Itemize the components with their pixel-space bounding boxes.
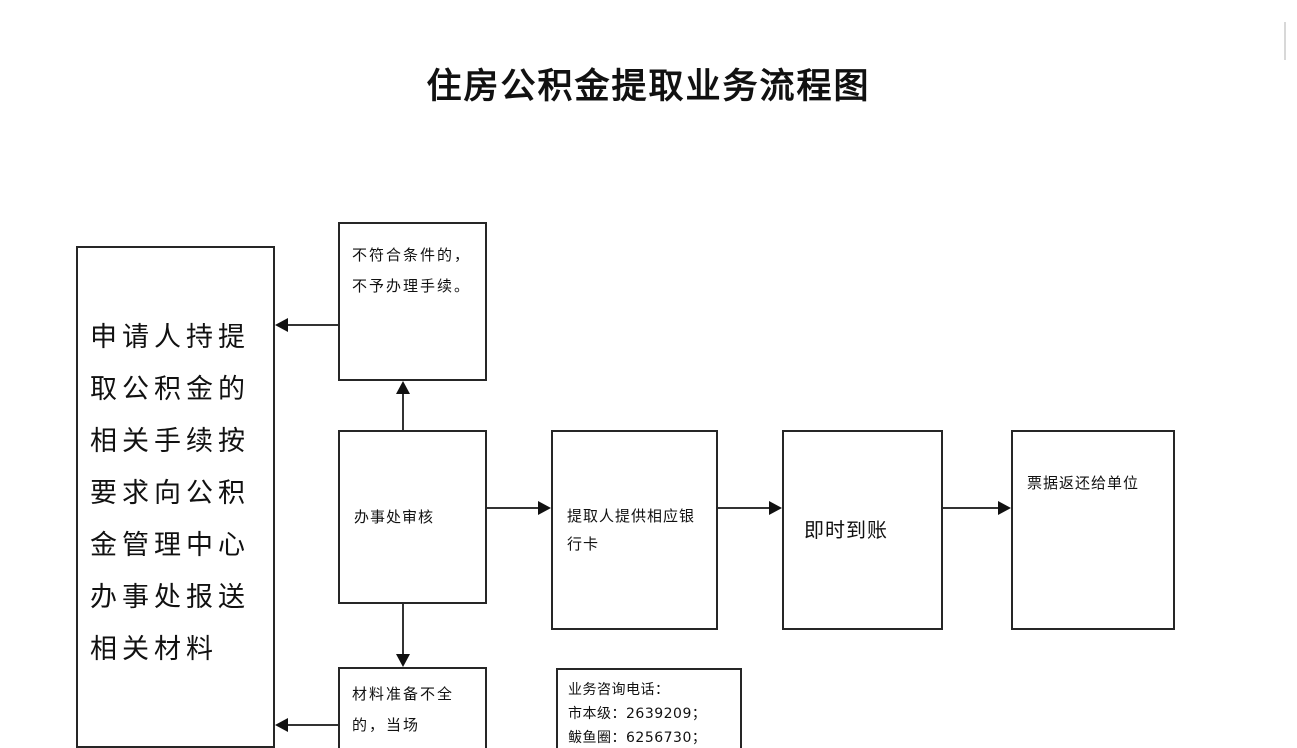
incomplete-materials-box: 材料准备不全的，当场 <box>338 667 487 748</box>
page-title: 住房公积金提取业务流程图 <box>426 67 871 107</box>
provide-bank-card-label: 提取人提供相应银行卡 <box>567 507 696 553</box>
not-qualified-reject-box: 不符合条件的，不予办理手续。 <box>338 222 487 381</box>
applicant-submit-materials-box: 申请人持提取公积金的相关手续按要求向公积金管理中心办事处报送相关材料 <box>76 246 275 748</box>
applicant-submit-materials-label: 申请人持提取公积金的相关手续按要求向公积金管理中心办事处报送相关材料 <box>90 322 250 665</box>
connector-bankcard-to-instant <box>718 507 769 509</box>
contact-line-bayuquan: 鲅鱼圈：6256730； <box>568 730 707 746</box>
arrowhead-incomplete-to-applicant <box>275 718 288 732</box>
contact-phone-text: 业务咨询电话： 市本级：2639209； 鲅鱼圈：6256730； <box>558 670 740 748</box>
not-qualified-reject-label: 不符合条件的，不予办理手续。 <box>352 246 472 295</box>
connector-reject-to-applicant <box>288 324 338 326</box>
connector-instant-to-receipt <box>943 507 998 509</box>
contact-phone-box: 业务咨询电话： 市本级：2639209； 鲅鱼圈：6256730； <box>556 668 742 748</box>
crop-mark <box>1284 22 1286 60</box>
instant-arrival-box: 即时到账 <box>782 430 943 630</box>
office-review-label: 办事处审核 <box>354 508 435 526</box>
return-receipt-to-employer-box: 票据返还给单位 <box>1011 430 1175 630</box>
connector-incomplete-to-applicant <box>288 724 338 726</box>
connector-review-to-bankcard <box>487 507 538 509</box>
contact-line-city: 市本级：2639209； <box>568 706 707 722</box>
instant-arrival-label: 即时到账 <box>804 518 888 542</box>
connector-review-to-reject <box>402 392 404 430</box>
arrowhead-review-to-incomplete <box>396 654 410 667</box>
contact-heading: 业务咨询电话： <box>568 682 670 698</box>
arrowhead-instant-to-receipt <box>998 501 1011 515</box>
office-review-box: 办事处审核 <box>338 430 487 604</box>
connector-review-to-incomplete <box>402 604 404 654</box>
incomplete-materials-label: 材料准备不全的，当场 <box>352 685 455 734</box>
provide-bank-card-box: 提取人提供相应银行卡 <box>551 430 718 630</box>
return-receipt-to-employer-label: 票据返还给单位 <box>1027 474 1140 492</box>
arrowhead-reject-to-applicant <box>275 318 288 332</box>
arrowhead-review-to-reject <box>396 381 410 394</box>
arrowhead-bankcard-to-instant <box>769 501 782 515</box>
arrowhead-review-to-bankcard <box>538 501 551 515</box>
